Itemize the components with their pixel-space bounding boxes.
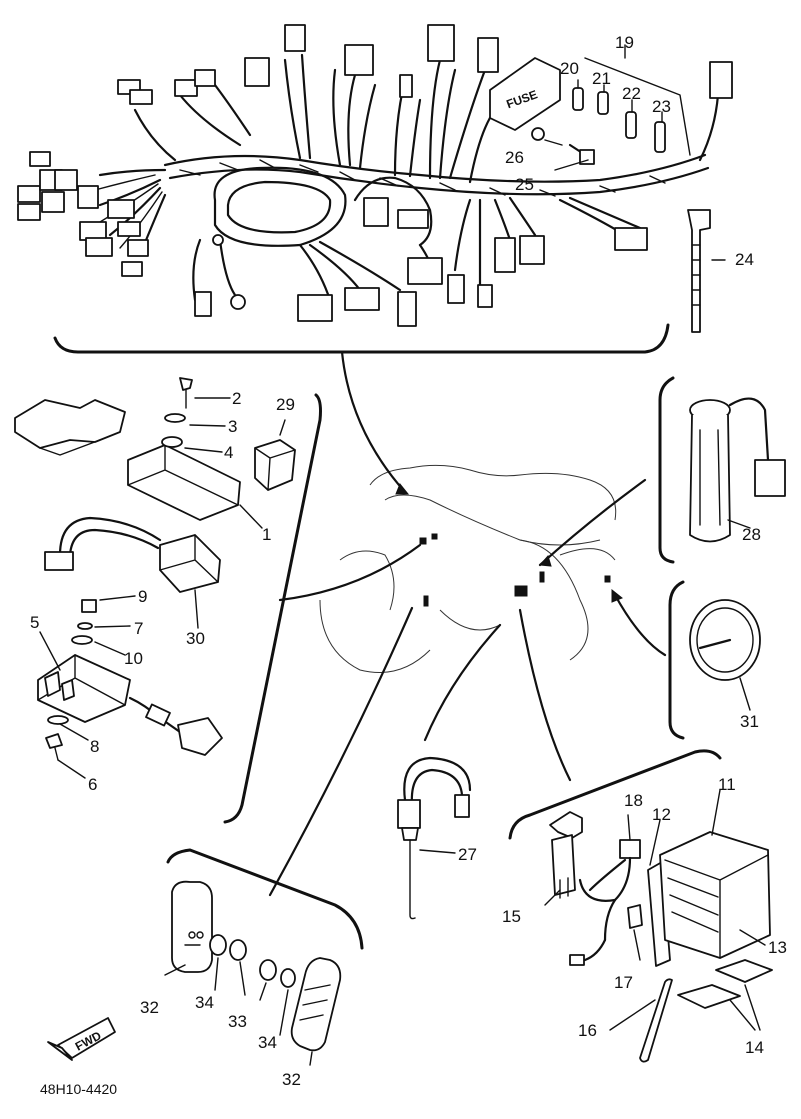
part-label-11: 11 xyxy=(718,775,736,794)
bottom-left-components: FWD xyxy=(47,880,342,1066)
diagram-code: 48H10-4420 xyxy=(40,1081,117,1097)
part-label-18: 18 xyxy=(624,791,643,810)
part-label-24: 24 xyxy=(735,250,754,269)
sensor-27 xyxy=(397,756,472,920)
main-wiring-harness: FUSE xyxy=(17,24,733,333)
part-label-3: 3 xyxy=(228,417,237,436)
top-right-leaders xyxy=(544,44,726,261)
part-label-31: 31 xyxy=(740,712,759,731)
part-label-29: 29 xyxy=(276,395,295,414)
part-label-34-lower: 34 xyxy=(258,1033,277,1052)
part-label-33: 33 xyxy=(228,1012,247,1031)
part-label-30: 30 xyxy=(186,629,205,648)
part-label-21: 21 xyxy=(592,69,611,88)
part-label-23: 23 xyxy=(652,97,671,116)
part-label-12: 12 xyxy=(652,805,671,824)
right-components xyxy=(689,397,786,711)
part-label-14: 14 xyxy=(745,1038,764,1057)
part-label-4: 4 xyxy=(224,443,233,462)
part-number-labels: 19 20 21 22 23 26 25 24 2 3 4 29 1 9 7 3… xyxy=(30,33,787,1097)
part-label-27: 27 xyxy=(458,845,477,864)
part-label-22: 22 xyxy=(622,84,641,103)
part-label-6: 6 xyxy=(88,775,97,794)
part-label-20: 20 xyxy=(560,59,579,78)
part-label-28: 28 xyxy=(742,525,761,544)
part-label-7: 7 xyxy=(134,619,143,638)
part-label-13: 13 xyxy=(768,938,787,957)
section-frames xyxy=(53,323,722,950)
motorcycle-outline xyxy=(268,350,667,897)
bottom-right-components xyxy=(544,789,773,1063)
part-label-8: 8 xyxy=(90,737,99,756)
part-label-16: 16 xyxy=(578,1021,597,1040)
part-label-34-upper: 34 xyxy=(195,993,214,1012)
part-label-17: 17 xyxy=(614,973,633,992)
part-label-9: 9 xyxy=(138,587,147,606)
part-label-5: 5 xyxy=(30,613,39,632)
left-components xyxy=(14,377,296,779)
part-label-19: 19 xyxy=(615,33,634,52)
part-label-25: 25 xyxy=(515,175,534,194)
part-label-15: 15 xyxy=(502,907,521,926)
part-label-32-lower: 32 xyxy=(282,1070,301,1089)
part-label-26: 26 xyxy=(505,148,524,167)
part-label-32-upper: 32 xyxy=(140,998,159,1017)
part-label-10: 10 xyxy=(124,649,143,668)
part-label-2: 2 xyxy=(232,389,241,408)
part-label-1: 1 xyxy=(262,525,271,544)
